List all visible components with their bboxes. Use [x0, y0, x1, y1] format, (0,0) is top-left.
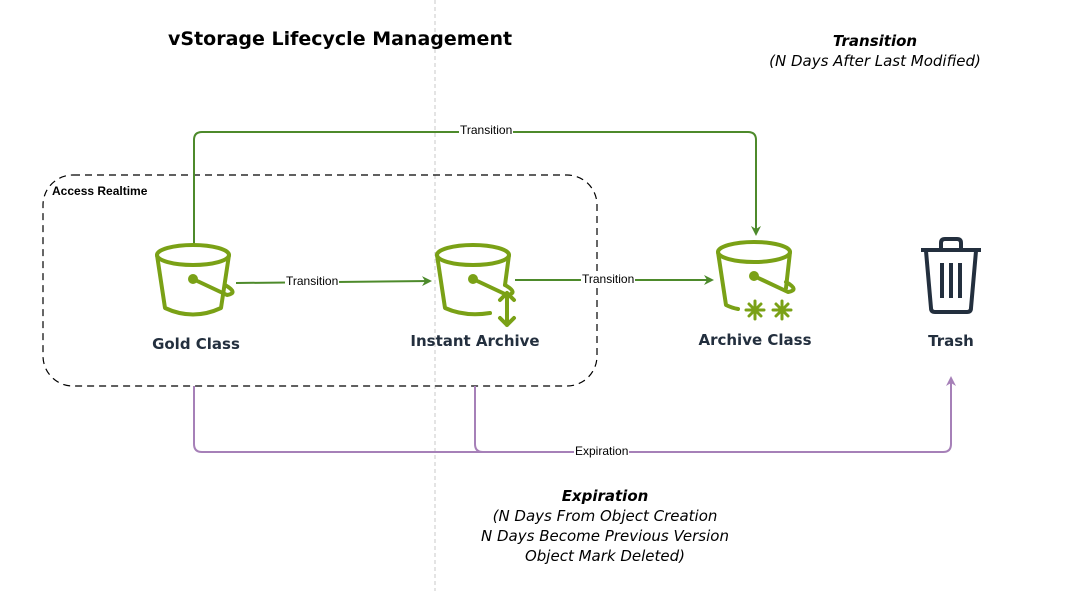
edge-label-gold-instant: Transition: [285, 274, 340, 288]
bucket-retrieval-icon[interactable]: [435, 243, 516, 327]
page-title: vStorage Lifecycle Management: [168, 28, 513, 50]
snowflake-icon: [771, 299, 793, 321]
expiration-note-line: Object Mark Deleted): [524, 547, 686, 565]
trash-icon[interactable]: [921, 237, 981, 314]
node-label-trash: Trash: [928, 332, 974, 350]
edge-instant-to-trash[interactable]: [474, 386, 484, 453]
snowflake-icon: [744, 299, 766, 321]
transition-note: Transition (N Days After Last Modified): [740, 31, 1010, 71]
node-label-gold: Gold Class: [152, 335, 240, 353]
expiration-note-heading: Expiration: [561, 487, 649, 505]
bucket-glacier-icon[interactable]: [716, 240, 796, 321]
edge-label-gold-archive: Transition: [459, 123, 514, 137]
edge-gold-to-trash[interactable]: [193, 376, 956, 453]
edge-gold-to-archive[interactable]: [193, 131, 761, 247]
transition-note-heading: Transition: [832, 32, 918, 50]
bucket-icon[interactable]: [155, 243, 235, 317]
transition-note-line: (N Days After Last Modified): [769, 52, 981, 70]
node-label-instant: Instant Archive: [410, 332, 540, 350]
edge-label-expiration: Expiration: [574, 444, 630, 458]
expiration-note-line: (N Days From Object Creation: [492, 507, 718, 525]
node-label-archive: Archive Class: [698, 331, 812, 349]
edge-label-instant-archive: Transition: [581, 272, 636, 286]
expiration-note-line: N Days Become Previous Version: [481, 527, 729, 545]
expiration-note: Expiration (N Days From Object Creation …: [440, 486, 770, 566]
group-label: Access Realtime: [52, 184, 148, 198]
